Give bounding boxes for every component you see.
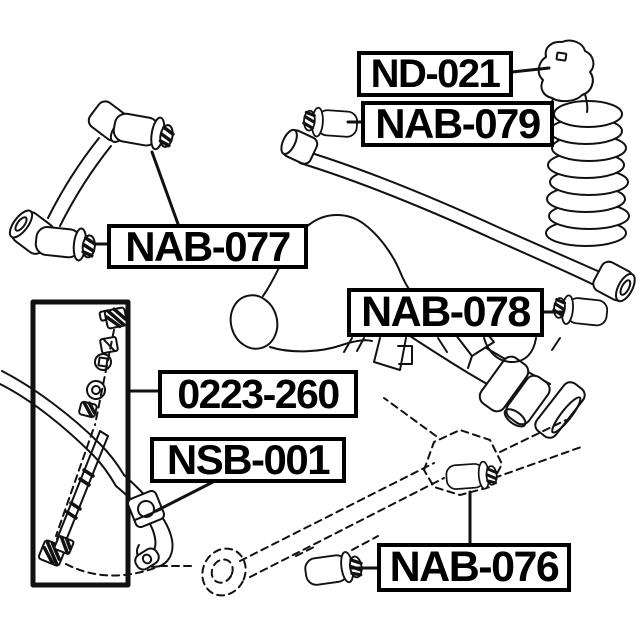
trailing-arm-drawing xyxy=(201,397,585,597)
stabilizer-link-kit-drawing xyxy=(30,299,197,588)
arm-bushing-nab076-rear-icon xyxy=(444,459,500,493)
arm-bushing-lower-icon xyxy=(32,222,99,264)
part-label-nab-078: NAB-078 xyxy=(347,288,544,337)
coil-spring-drawing xyxy=(545,100,630,247)
part-label-nab-076: NAB-076 xyxy=(377,543,571,592)
arm-bushing-upper-icon xyxy=(109,108,178,154)
part-label-nsb-001: NSB-001 xyxy=(150,437,346,483)
part-label-nab-079: NAB-079 xyxy=(361,101,554,147)
axle-housing-drawing xyxy=(229,214,586,439)
lateral-rod-drawing xyxy=(280,128,636,303)
leader-lines xyxy=(94,66,565,570)
kit-enclosure-box xyxy=(30,299,131,588)
bump-stop-drawing xyxy=(537,39,595,118)
part-label-nab-077: NAB-077 xyxy=(107,224,308,269)
part-label-0223-260: 0223-260 xyxy=(158,370,358,418)
part-label-nd-021: ND-021 xyxy=(357,51,513,97)
